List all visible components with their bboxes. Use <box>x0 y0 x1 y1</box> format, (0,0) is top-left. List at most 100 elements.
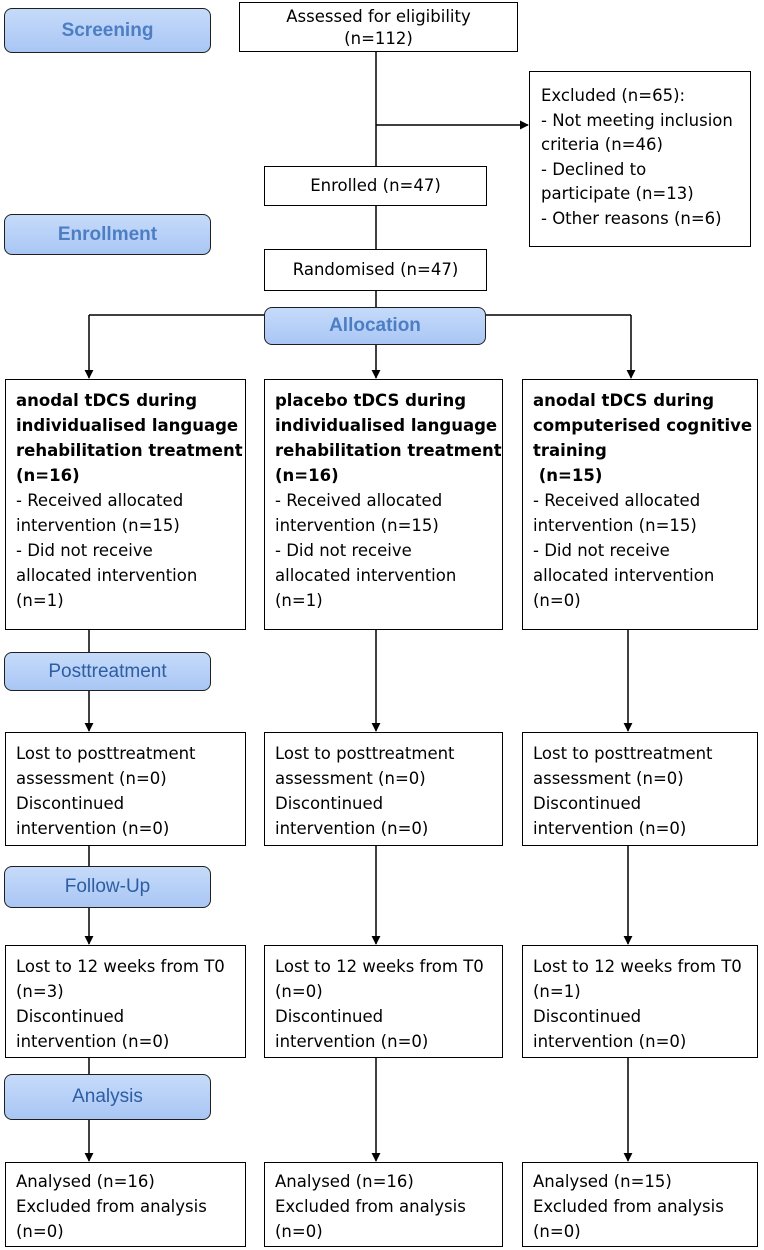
arm1-allocation-line-2: intervention (n=15) <box>16 516 180 535</box>
arm1-title-line-1: anodal tDCS during <box>16 391 198 410</box>
stage-analysis-label: Analysis <box>72 1086 143 1107</box>
arm2-analysis-box: Analysed (n=16) Excluded from analysis (… <box>264 1162 503 1247</box>
arm3-followup-line-2: (n=1) <box>533 982 581 1001</box>
arm1-allocation-line-3: - Did not receive <box>16 541 153 560</box>
arm3-analysis-line-2: Excluded from analysis <box>533 1197 724 1216</box>
arm3-followup-line-4: intervention (n=0) <box>533 1032 687 1051</box>
arm1-followup-line-4: intervention (n=0) <box>16 1032 170 1051</box>
arm2-allocation-box: placebo tDCS during individualised langu… <box>264 379 503 630</box>
arm2-post-line-2: assessment (n=0) <box>275 769 426 788</box>
arm2-followup-line-3: Discontinued <box>275 1007 384 1026</box>
arm3-allocation-box: anodal tDCS during computerised cognitiv… <box>522 379 758 630</box>
stage-followup: Follow-Up <box>4 866 211 908</box>
arm1-analysis-line-2: Excluded from analysis <box>16 1197 207 1216</box>
stage-posttreatment: Posttreatment <box>4 652 211 691</box>
excluded-line-1: Excluded (n=65): <box>541 86 686 105</box>
arm2-post-line-4: intervention (n=0) <box>275 819 429 838</box>
arm3-followup-line-3: Discontinued <box>533 1007 642 1026</box>
arm2-followup-line-4: intervention (n=0) <box>275 1032 429 1051</box>
arm2-allocation-line-3: - Did not receive <box>275 541 412 560</box>
excluded-box: Excluded (n=65): - Not meeting inclusion… <box>529 71 751 247</box>
arm3-post-line-1: Lost to posttreatment <box>533 744 713 763</box>
arm1-title-line-2: individualised language <box>16 416 239 435</box>
arm3-title-line-4: (n=15) <box>533 466 603 485</box>
arm2-title-line-4: (n=16) <box>275 466 339 485</box>
stage-enrollment: Enrollment <box>4 214 211 255</box>
enrolled-box: Enrolled (n=47) <box>264 166 487 206</box>
excluded-line-2: - Not meeting inclusion <box>541 110 733 130</box>
arm1-post-line-2: assessment (n=0) <box>16 769 167 788</box>
arm2-title-line-1: placebo tDCS during <box>275 391 466 410</box>
arm3-followup-box: Lost to 12 weeks from T0 (n=1) Discontin… <box>522 945 758 1058</box>
arm2-analysis-line-3: (n=0) <box>275 1222 323 1241</box>
arm2-allocation-line-1: - Received allocated <box>275 491 443 510</box>
stage-allocation-label: Allocation <box>329 315 421 336</box>
assessed-line-1: Assessed for eligibility <box>286 7 471 26</box>
arm1-allocation-line-5: (n=1) <box>16 591 64 610</box>
excluded-line-5: participate (n=13) <box>541 184 694 203</box>
stage-screening-label: Screening <box>61 19 154 41</box>
arm3-followup-line-1: Lost to 12 weeks from T0 <box>533 957 742 976</box>
excluded-line-3: criteria (n=46) <box>541 135 663 154</box>
arm1-title-line-4: (n=16) <box>16 466 80 485</box>
enrolled-label: Enrolled (n=47) <box>310 176 441 195</box>
stage-followup-label: Follow-Up <box>64 876 151 897</box>
arm1-analysis-box: Analysed (n=16) Excluded from analysis (… <box>5 1162 246 1247</box>
arm2-post-line-3: Discontinued <box>275 794 384 813</box>
arm2-analysis-line-1: Analysed (n=16) <box>275 1172 414 1191</box>
arm3-allocation-line-4: allocated intervention <box>533 566 715 585</box>
arm1-title-line-3: rehabilitation treatment <box>16 441 243 460</box>
arm3-allocation-line-5: (n=0) <box>533 591 581 610</box>
arm1-post-line-3: Discontinued <box>16 794 125 813</box>
arm3-post-line-3: Discontinued <box>533 794 642 813</box>
arm1-allocation-line-1: - Received allocated <box>16 491 184 510</box>
stage-screening: Screening <box>4 8 211 53</box>
stage-enrollment-label: Enrollment <box>57 223 158 245</box>
arm3-allocation-line-1: - Received allocated <box>533 491 701 510</box>
arm3-allocation-line-2: intervention (n=15) <box>533 516 697 535</box>
arm3-post-line-4: intervention (n=0) <box>533 819 687 838</box>
arm2-posttreatment-box: Lost to posttreatment assessment (n=0) D… <box>264 732 503 846</box>
arm1-allocation-box: anodal tDCS during individualised langua… <box>5 379 246 630</box>
arm1-analysis-line-1: Analysed (n=16) <box>16 1172 155 1191</box>
excluded-line-6: - Other reasons (n=6) <box>541 208 722 228</box>
arm3-title-line-3: training <box>533 441 607 460</box>
arm3-title-line-1: anodal tDCS during <box>533 391 715 410</box>
arm2-title-line-2: individualised language <box>275 416 498 435</box>
randomised-box: Randomised (n=47) <box>264 249 487 291</box>
arm2-followup-line-1: Lost to 12 weeks from T0 <box>275 957 484 976</box>
arm3-post-line-2: assessment (n=0) <box>533 769 684 788</box>
arm1-followup-line-1: Lost to 12 weeks from T0 <box>16 957 225 976</box>
arm1-analysis-line-3: (n=0) <box>16 1222 64 1241</box>
randomised-label: Randomised (n=47) <box>292 260 459 279</box>
arm2-followup-line-2: (n=0) <box>275 982 323 1001</box>
stage-allocation: Allocation <box>264 307 486 345</box>
arm2-allocation-line-2: intervention (n=15) <box>275 516 439 535</box>
arm2-post-line-1: Lost to posttreatment <box>275 744 455 763</box>
arm2-followup-box: Lost to 12 weeks from T0 (n=0) Discontin… <box>264 945 503 1058</box>
arm3-posttreatment-box: Lost to posttreatment assessment (n=0) D… <box>522 732 758 846</box>
excluded-line-4: - Declined to <box>541 159 647 179</box>
arm1-followup-line-3: Discontinued <box>16 1007 125 1026</box>
arm2-title-line-3: rehabilitation treatment <box>275 441 502 460</box>
arm1-allocation-line-4: allocated intervention <box>16 566 198 585</box>
arm3-analysis-box: Analysed (n=15) Excluded from analysis (… <box>522 1162 758 1247</box>
arm3-allocation-line-3: - Did not receive <box>533 541 670 560</box>
stage-analysis: Analysis <box>4 1074 211 1120</box>
arm2-analysis-line-2: Excluded from analysis <box>275 1197 466 1216</box>
arm2-allocation-line-4: allocated intervention <box>275 566 457 585</box>
arm1-followup-line-2: (n=3) <box>16 982 64 1001</box>
assessed-box: Assessed for eligibility (n=112) <box>239 2 518 52</box>
arm1-posttreatment-box: Lost to posttreatment assessment (n=0) D… <box>5 732 246 846</box>
arm2-allocation-line-5: (n=1) <box>275 591 323 610</box>
arm1-post-line-1: Lost to posttreatment <box>16 744 196 763</box>
arm3-analysis-line-3: (n=0) <box>533 1222 581 1241</box>
arm1-followup-box: Lost to 12 weeks from T0 (n=3) Discontin… <box>5 945 246 1058</box>
arm3-analysis-line-1: Analysed (n=15) <box>533 1172 672 1191</box>
arm3-title-line-2: computerised cognitive <box>533 416 753 435</box>
stage-posttreatment-label: Posttreatment <box>48 660 167 682</box>
assessed-line-2: (n=112) <box>344 29 413 48</box>
arm1-post-line-4: intervention (n=0) <box>16 819 170 838</box>
